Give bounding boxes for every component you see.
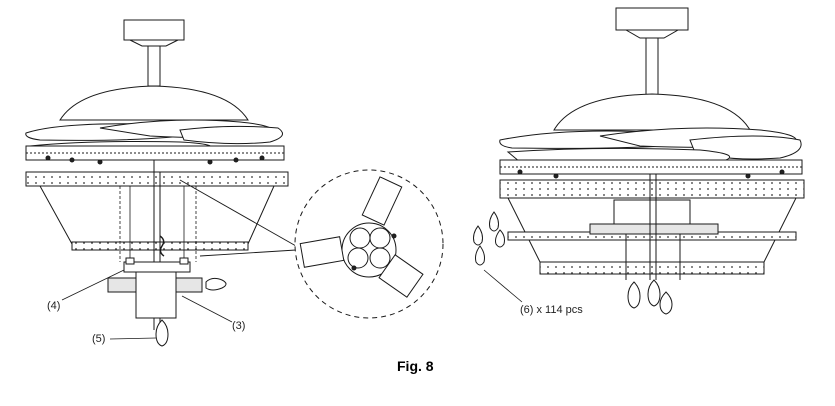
crystal-drops — [474, 212, 505, 265]
left-light-shade — [40, 186, 274, 244]
right-ring-screws — [518, 170, 784, 178]
left-motor-dome — [60, 86, 248, 120]
leader-6 — [484, 270, 522, 302]
left-bulbs — [156, 278, 226, 346]
left-canopy — [124, 20, 184, 40]
right-inner-kit — [614, 200, 690, 224]
callout-part-6: (6) x 114 pcs — [520, 304, 583, 316]
left-ring-screws — [46, 156, 264, 164]
left-fan-assembly — [26, 20, 296, 346]
right-canopy — [616, 8, 688, 30]
detail-view — [295, 170, 443, 318]
callout-part-4: (4) — [47, 300, 61, 312]
left-wire — [160, 236, 164, 256]
left-canopy-neck — [130, 40, 178, 46]
left-downrod — [148, 46, 160, 86]
right-canopy-neck — [626, 30, 678, 38]
figure-caption: Fig. 8 — [397, 358, 434, 374]
callout-part-5: (5) — [92, 333, 106, 345]
left-guide-lines — [120, 186, 196, 262]
right-fan-assembly — [474, 8, 805, 314]
leader-4 — [62, 270, 124, 300]
left-light-kit-body — [136, 272, 176, 318]
leader-3 — [182, 296, 232, 322]
leader-5 — [110, 338, 156, 339]
detail-pointer-a — [180, 180, 296, 246]
right-bulbs — [628, 280, 672, 314]
callout-part-3: (3) — [232, 320, 246, 332]
detail-pointer-b — [200, 250, 296, 256]
right-downrod — [646, 38, 658, 96]
right-fan-blades — [500, 128, 801, 164]
right-motor-dome — [554, 94, 750, 130]
detail-arms — [300, 177, 423, 297]
